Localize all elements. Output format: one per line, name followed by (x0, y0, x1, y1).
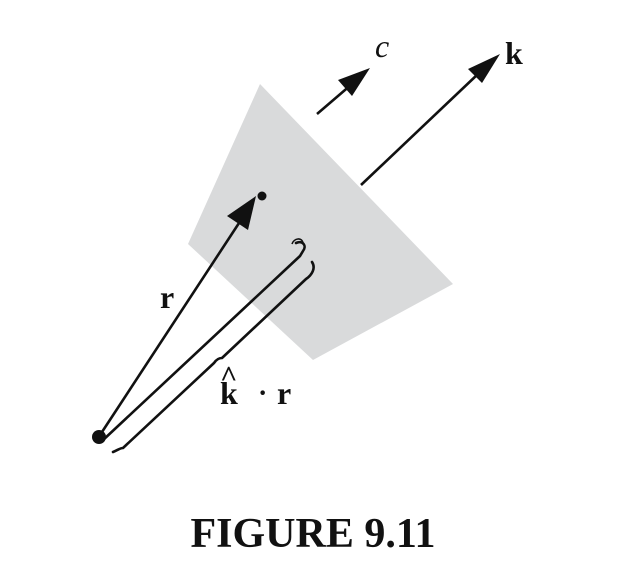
projection-dot: · (258, 378, 267, 409)
projection-bracket (100, 240, 315, 454)
projection-k-hat-label: k (220, 375, 238, 411)
origin-point (92, 430, 106, 444)
r-vector-arrowhead (227, 196, 256, 230)
r-vector-line (100, 219, 243, 433)
projection-r-label: r (277, 375, 291, 411)
k-label: k (505, 35, 523, 71)
projection-hat-mark: ^ (220, 360, 237, 393)
r-label: r (160, 279, 174, 315)
c-label: c (375, 28, 389, 64)
wavefront-plane (188, 84, 453, 360)
c-arrow-arrowhead (338, 68, 370, 96)
figure-caption: FIGURE 9.11 (190, 511, 435, 557)
k-vector-arrowhead (468, 54, 500, 83)
point-on-plane (257, 191, 267, 201)
projection-bracket-top-curl (291, 238, 304, 245)
k-vector-line (360, 73, 479, 186)
